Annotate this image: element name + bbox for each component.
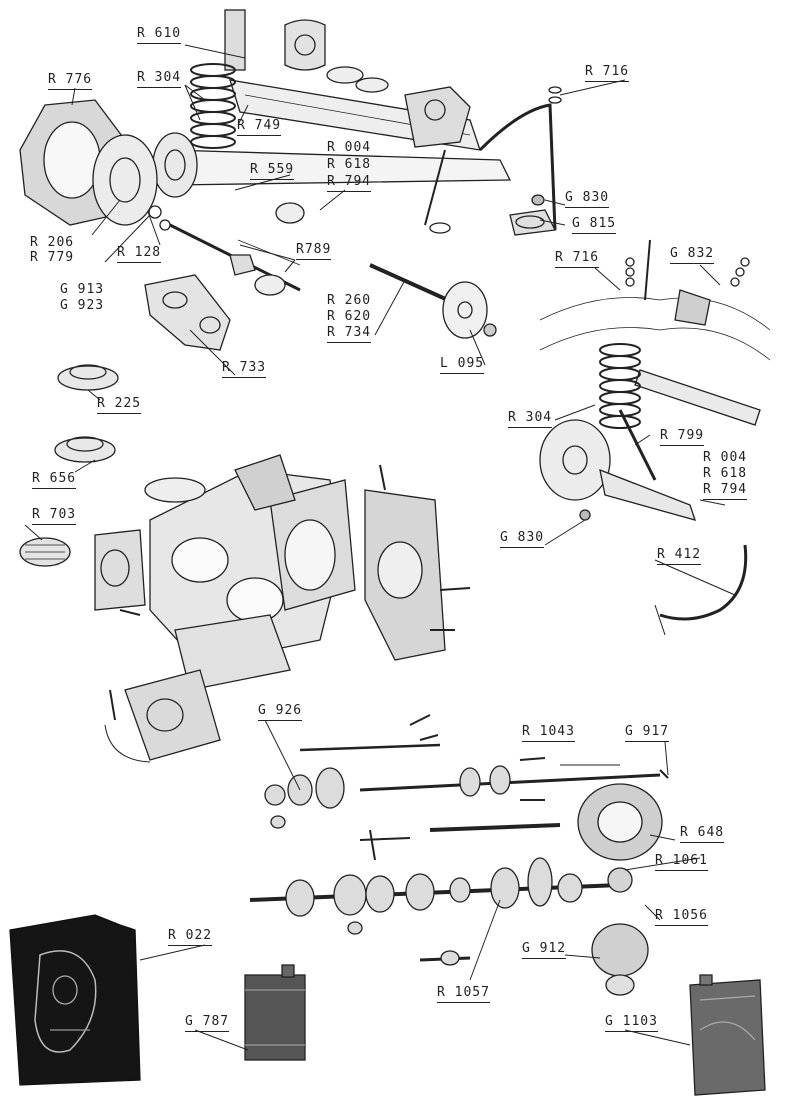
pump-drawing <box>144 274 231 351</box>
part-label-r260: R 260 <box>327 293 372 308</box>
part-label-r412: R 412 <box>657 547 702 565</box>
part-label-r1057: R 1057 <box>437 985 490 1003</box>
part-label-r749: R 749 <box>237 118 282 136</box>
part-label-g815: G 815 <box>572 216 617 234</box>
part-label-r789: R789 <box>296 242 332 260</box>
tin-can-drawing <box>689 974 766 1096</box>
part-label-r618-rear: R 618 <box>703 466 748 481</box>
part-label-r799: R 799 <box>660 428 705 446</box>
part-label-r206: R 206 <box>30 235 75 250</box>
part-label-r1056: R 1056 <box>655 908 708 926</box>
gearbox-assembly <box>249 714 669 996</box>
front-axle-assembly <box>152 9 562 236</box>
part-label-r304-rear: R 304 <box>508 410 553 428</box>
part-label-r128: R 128 <box>117 245 162 263</box>
part-label-r794-front: R 794 <box>327 174 372 192</box>
part-label-r656: R 656 <box>32 471 77 489</box>
part-label-g917: G 917 <box>625 724 670 742</box>
part-label-r776: R 776 <box>48 72 93 90</box>
part-label-g787: G 787 <box>185 1014 230 1032</box>
part-label-g926: G 926 <box>258 703 303 721</box>
part-label-r610: R 610 <box>137 26 182 44</box>
part-label-r648: R 648 <box>680 825 725 843</box>
part-label-r1043: R 1043 <box>522 724 575 742</box>
part-label-g830-front: G 830 <box>565 190 610 208</box>
part-label-g923: G 923 <box>60 298 105 313</box>
part-label-r004-front: R 004 <box>327 140 372 155</box>
part-label-r004-rear: R 004 <box>703 450 748 465</box>
part-label-r022: R 022 <box>168 928 213 946</box>
half-shaft-drawing <box>169 223 301 296</box>
gasket-set-drawing <box>9 914 141 1086</box>
part-label-r225: R 225 <box>97 396 142 414</box>
part-label-r794-rear: R 794 <box>703 482 748 500</box>
axle-shaft-drawing <box>369 263 497 339</box>
part-label-r733: R 733 <box>222 360 267 378</box>
part-label-r620: R 620 <box>327 309 372 324</box>
leader-lines <box>24 44 736 1051</box>
part-label-r304-front: R 304 <box>137 70 182 88</box>
part-label-g830-rear: G 830 <box>500 530 545 548</box>
part-label-r559: R 559 <box>250 162 295 180</box>
wheel-rim-drawing <box>19 99 171 231</box>
crankcase-assembly <box>94 454 471 763</box>
part-label-r703: R 703 <box>32 507 77 525</box>
part-label-r779: R 779 <box>30 250 75 265</box>
rear-suspension-assembly <box>539 239 771 636</box>
part-label-r734: R 734 <box>327 325 372 343</box>
part-label-g913: G 913 <box>60 282 105 297</box>
oil-can-drawing <box>244 964 306 1061</box>
cap-drawings <box>54 364 119 463</box>
part-label-r618-front: R 618 <box>327 157 372 172</box>
part-label-g1103: G 1103 <box>605 1014 658 1032</box>
part-label-r716-front: R 716 <box>585 64 630 82</box>
ribbed-boot-drawing <box>19 537 71 567</box>
part-label-l095: L 095 <box>440 356 485 374</box>
part-label-g912: G 912 <box>522 941 567 959</box>
part-label-r716-rear: R 716 <box>555 250 600 268</box>
part-label-r1061: R 1061 <box>655 853 708 871</box>
part-label-g832: G 832 <box>670 246 715 264</box>
